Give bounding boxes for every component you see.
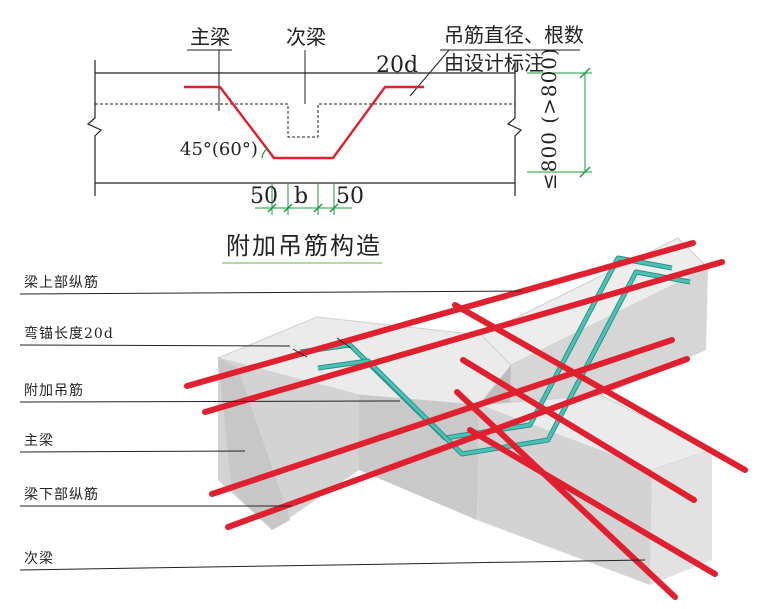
width-dim-tick-3 bbox=[313, 203, 323, 213]
secondary-top-rebar-2 bbox=[460, 357, 697, 503]
leader-anchor-length bbox=[19, 344, 291, 347]
secondary-beam-front-face bbox=[509, 268, 708, 437]
dim-mid-label: b bbox=[294, 184, 309, 209]
hanger-bar-section bbox=[184, 85, 424, 160]
height-dim-tick-top bbox=[579, 67, 591, 79]
hanger-note-line-1: 吊筋直径、根数 bbox=[444, 23, 584, 47]
slab-dashed-line bbox=[95, 103, 515, 138]
anchor-length-label: 20d bbox=[376, 53, 419, 78]
isometric-view bbox=[19, 237, 748, 600]
hanger-note-line-2: 由设计标注 bbox=[444, 51, 544, 75]
height-dim-label: ≤800 (>800) bbox=[537, 47, 561, 190]
leader-secondary-beam bbox=[19, 559, 646, 571]
label-top-rebar: 梁上部纵筋 bbox=[24, 275, 99, 291]
dim-left-label: 50 bbox=[250, 184, 278, 209]
width-dim-tick-4 bbox=[329, 203, 339, 213]
secondary-top-rebar-1 bbox=[452, 302, 748, 473]
main-bottom-rebar-2 bbox=[225, 356, 690, 530]
leader-anchor-tick-1 bbox=[292, 348, 308, 358]
leader-anchor-tick-2 bbox=[336, 337, 352, 349]
leader-top-rebar bbox=[19, 290, 523, 295]
leader-main-beam bbox=[19, 450, 246, 453]
section-view bbox=[86, 49, 592, 215]
height-dim-tick-bottom bbox=[579, 166, 591, 178]
section-secondary-beam-label: 次梁 bbox=[286, 25, 326, 49]
label-secondary-beam: 次梁 bbox=[24, 551, 54, 567]
label-bottom-rebar: 梁下部纵筋 bbox=[24, 487, 99, 503]
label-hanger: 附加吊筋 bbox=[24, 383, 84, 399]
drawing-title: 附加吊筋构造 bbox=[226, 232, 382, 260]
main-top-rebar-1 bbox=[184, 240, 696, 389]
section-main-beam-label: 主梁 bbox=[190, 25, 230, 49]
angle-arc bbox=[261, 147, 269, 159]
label-main-beam: 主梁 bbox=[24, 433, 54, 449]
label-anchor-length: 弯锚长度20d bbox=[24, 326, 114, 342]
dim-right-label: 50 bbox=[336, 184, 364, 209]
width-dim-tick-2 bbox=[283, 203, 293, 213]
secondary-bottom-rebar-2 bbox=[454, 389, 678, 600]
main-bottom-rebar-1 bbox=[209, 337, 675, 497]
main-top-rebar-2 bbox=[202, 259, 725, 415]
leader-hanger bbox=[19, 400, 401, 403]
width-dim-tick-1 bbox=[267, 203, 277, 213]
secondary-bottom-rebar-1 bbox=[467, 427, 718, 577]
right-break-line bbox=[506, 60, 523, 196]
hanger-bar-2-highlight bbox=[317, 270, 691, 456]
left-break-line bbox=[86, 60, 103, 196]
hanger-note-leader bbox=[409, 49, 450, 97]
angle-label: 45°(60°) bbox=[180, 139, 258, 160]
